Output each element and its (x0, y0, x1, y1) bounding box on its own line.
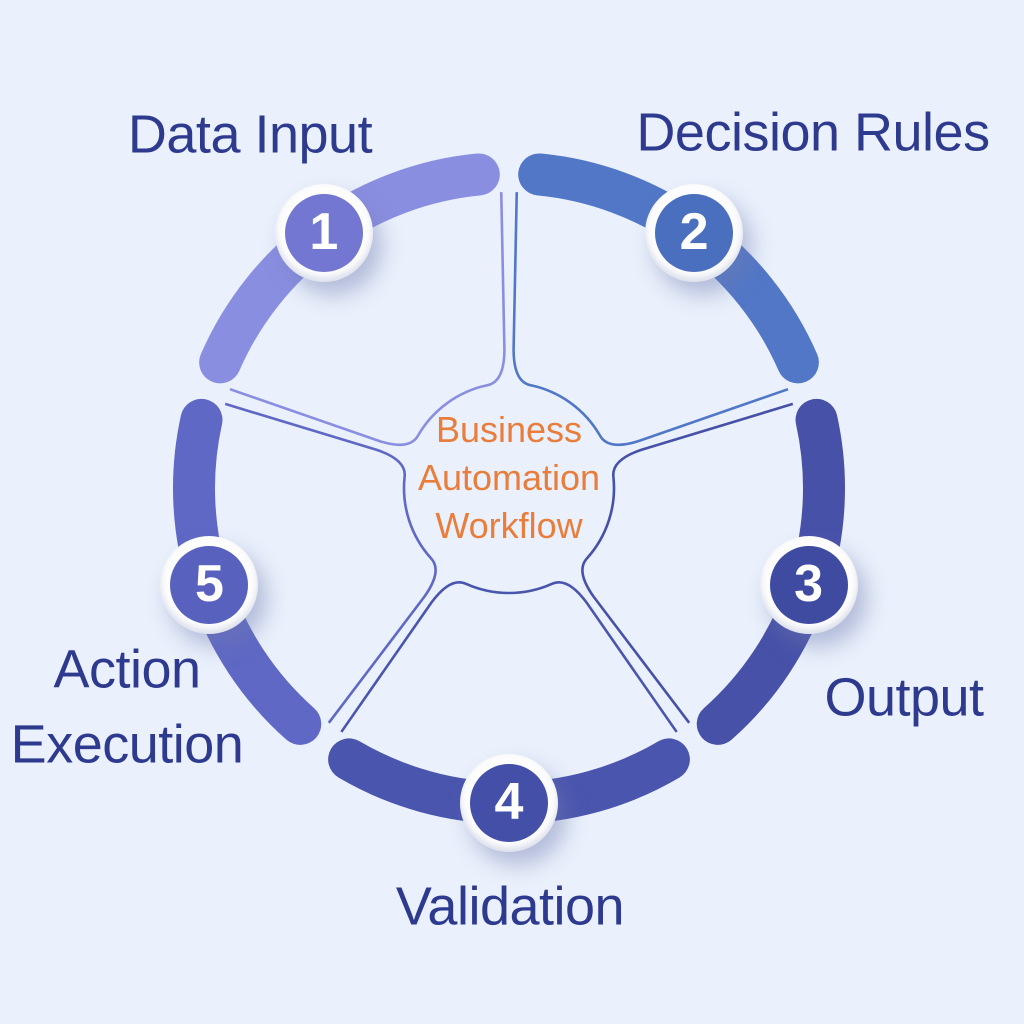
step-badge-circle-5: 5 (170, 546, 249, 625)
step-label-4: Validation (395, 876, 625, 937)
step-label-1: Data Input (127, 104, 373, 165)
segment-outline-4 (340, 580, 678, 733)
step-number-4: 4 (494, 773, 524, 831)
step-number-5: 5 (194, 555, 224, 614)
step-label-2: Decision Rules (636, 102, 990, 163)
segment-outline-5 (224, 402, 437, 724)
segment-outline-2 (512, 192, 789, 447)
step-badge-circle-3: 3 (769, 546, 848, 625)
step-badge-circle-1: 1 (284, 194, 363, 273)
center-title: Business Automation Workflow (418, 406, 600, 550)
center-title-line: Workflow (435, 505, 583, 546)
center-title-line: Automation (417, 457, 601, 498)
step-badge-4: 4 (460, 754, 558, 852)
step-badge-1: 1 (274, 184, 373, 283)
step-badge-circle-4: 4 (470, 764, 548, 842)
step-number-3: 3 (794, 555, 824, 614)
step-number-2: 2 (679, 203, 709, 262)
center-title-line: Business (435, 409, 583, 450)
step-label-3: Output (824, 667, 984, 728)
step-label-5: Action Execution (10, 639, 244, 774)
step-badge-2: 2 (645, 184, 744, 283)
step-badge-5: 5 (160, 536, 259, 635)
step-badge-3: 3 (759, 536, 858, 635)
step-number-1: 1 (309, 203, 339, 262)
segment-outline-1 (229, 192, 506, 447)
step-badge-circle-2: 2 (655, 194, 734, 273)
segment-outline-3 (581, 402, 794, 724)
